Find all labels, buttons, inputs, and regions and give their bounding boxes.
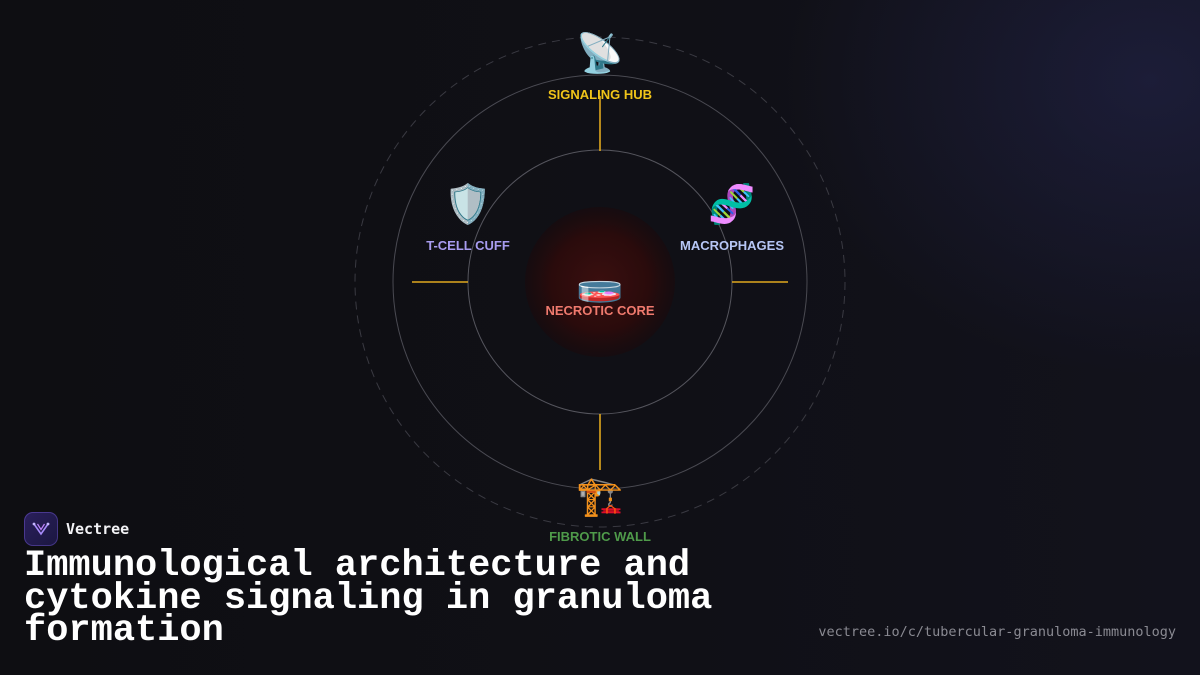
necrotic-core-label: NECROTIC CORE [545,303,655,318]
satellite-antenna-icon: 📡 [576,31,624,75]
brand-name: Vectree [66,520,130,538]
construction-crane-icon: 🏗️ [576,474,624,518]
shield-icon: 🛡️ [444,182,492,226]
source-url[interactable]: vectree.io/c/tubercular-granuloma-immuno… [818,624,1176,640]
page-title: Immunological architecture and cytokine … [24,545,713,652]
macrophages-label: MACROPHAGES [679,238,784,253]
vectree-logo-icon [24,512,58,546]
middle-ring [392,74,808,490]
connector-lines [412,96,788,470]
fibrotic-wall-label: FIBROTIC WALL [549,529,651,544]
outer-dashed-ring [354,36,846,528]
t-cell-cuff-label: T-CELL CUFF [426,238,510,253]
petri-dish-icon: 🧫 [576,260,624,304]
necrotic-core-disc [525,207,675,357]
signaling-hub-label: SIGNALING HUB [548,87,652,102]
brand[interactable]: Vectree [24,512,129,546]
dna-icon: 🧬 [708,182,756,226]
